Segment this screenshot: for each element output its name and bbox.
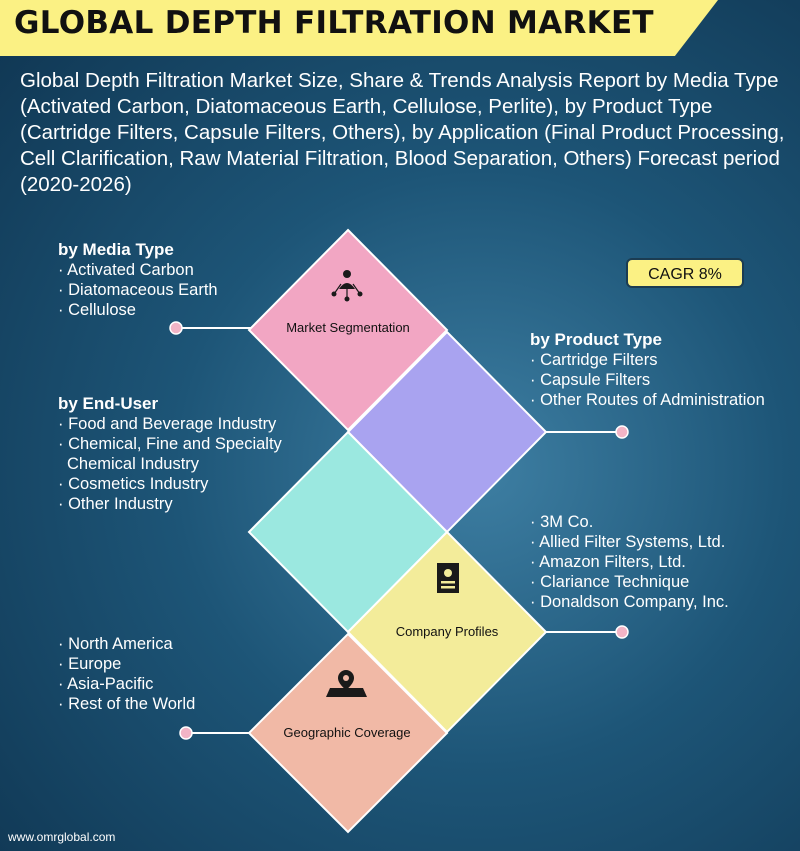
diamond-segmentation xyxy=(247,228,449,432)
list-item: Cartridge Filters xyxy=(530,350,765,370)
connector-dot-companies xyxy=(615,625,629,639)
list-item: 3M Co. xyxy=(530,512,729,532)
page-title: GLOBAL DEPTH FILTRATION MARKET xyxy=(14,5,654,41)
report-subtitle: Global Depth Filtration Market Size, Sha… xyxy=(20,69,785,196)
product-type-heading: by Product Type xyxy=(530,330,662,349)
list-item: Cosmetics Industry xyxy=(58,474,282,494)
list-item: Food and Beverage Industry xyxy=(58,414,282,434)
list-item: Donaldson Company, Inc. xyxy=(530,592,729,612)
regions-group: North America Europe Asia-Pacific Rest o… xyxy=(58,634,195,714)
media-type-group: by Media Type Activated Carbon Diatomace… xyxy=(58,240,218,320)
companies-group: 3M Co. Allied Filter Systems, Ltd. Amazo… xyxy=(530,512,729,612)
title-banner xyxy=(0,0,718,56)
list-item: Rest of the World xyxy=(58,694,195,714)
connector-dot-product-type xyxy=(615,425,629,439)
list-item: Activated Carbon xyxy=(58,260,218,280)
list-item: Asia-Pacific xyxy=(58,674,195,694)
end-user-group: by End-User Food and Beverage Industry C… xyxy=(58,394,282,514)
list-item: Other Routes of Administration xyxy=(530,390,765,410)
list-item: Chemical Industry xyxy=(67,455,200,473)
website-footer[interactable]: www.omrglobal.com xyxy=(8,830,116,844)
list-item: Diatomaceous Earth xyxy=(58,280,218,300)
list-item: Capsule Filters xyxy=(530,370,765,390)
connector-dot-media-type xyxy=(169,321,183,335)
diamond-geographic xyxy=(247,632,449,834)
document-profile-icon xyxy=(437,563,459,593)
cagr-badge: CAGR 8% xyxy=(626,258,744,288)
end-user-heading: by End-User xyxy=(58,394,159,413)
list-item: Other Industry xyxy=(58,494,282,514)
people-network-icon xyxy=(331,270,363,302)
list-item: Cellulose xyxy=(58,300,218,320)
connector-dot-regions xyxy=(179,726,193,740)
diamond-label-profiles: Company Profiles xyxy=(395,624,499,639)
diamond-label-geographic: Geographic Coverage xyxy=(283,725,411,740)
list-item: Amazon Filters, Ltd. xyxy=(530,552,729,572)
list-item: Chemical, Fine and Specialty xyxy=(58,434,282,454)
list-item: Clariance Technique xyxy=(530,572,729,592)
product-type-group: by Product Type Cartridge Filters Capsul… xyxy=(530,330,765,410)
map-pin-icon xyxy=(326,670,367,697)
media-type-heading: by Media Type xyxy=(58,240,174,259)
list-item: Allied Filter Systems, Ltd. xyxy=(530,532,729,552)
list-item: Europe xyxy=(58,654,195,674)
diamond-label-segmentation: Market Segmentation xyxy=(286,320,410,335)
list-item: North America xyxy=(58,634,195,654)
